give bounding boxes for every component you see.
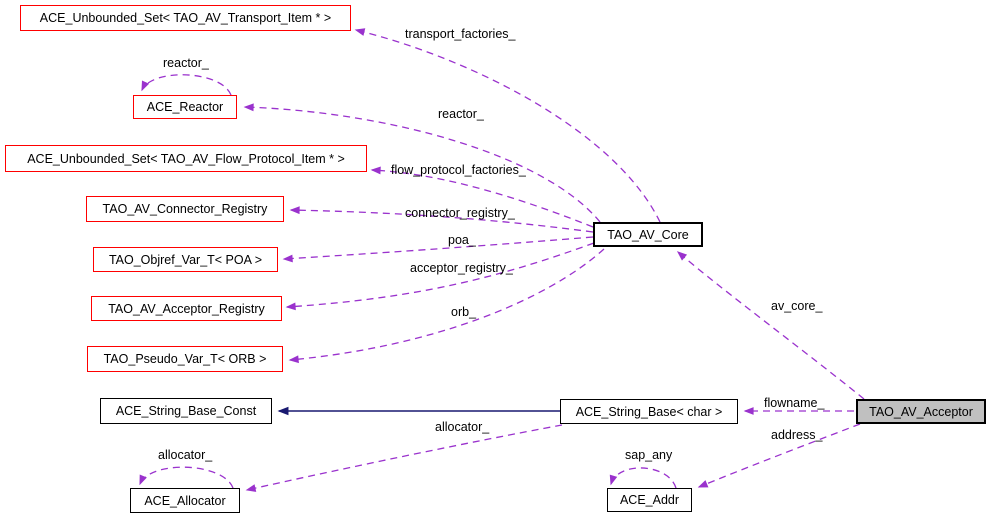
node-ace-unbounded-set-transport-item[interactable]: ACE_Unbounded_Set< TAO_AV_Transport_Item… bbox=[20, 5, 351, 31]
edge-av-core bbox=[676, 251, 865, 400]
edge-reactor bbox=[243, 103, 601, 223]
node-tao-av-acceptor: TAO_AV_Acceptor bbox=[856, 399, 986, 424]
edge-orb bbox=[288, 248, 605, 364]
edge-address bbox=[697, 423, 861, 488]
node-ace-addr[interactable]: ACE_Addr bbox=[607, 488, 692, 512]
edge-flow-protocol-factories bbox=[370, 166, 594, 228]
edge-sap-any-self-loop bbox=[609, 467, 677, 489]
node-tao-pseudo-var-t-orb[interactable]: TAO_Pseudo_Var_T< ORB > bbox=[87, 346, 283, 372]
node-tao-objref-var-t-poa[interactable]: TAO_Objref_Var_T< POA > bbox=[93, 247, 278, 272]
edge-allocator bbox=[245, 424, 563, 492]
node-tao-av-core[interactable]: TAO_AV_Core bbox=[593, 222, 703, 247]
node-tao-av-acceptor-registry[interactable]: TAO_AV_Acceptor_Registry bbox=[91, 296, 282, 321]
node-ace-string-base-char[interactable]: ACE_String_Base< char > bbox=[560, 399, 738, 424]
edge-connector-registry bbox=[289, 206, 594, 233]
edge-poa bbox=[282, 236, 594, 263]
node-ace-allocator[interactable]: ACE_Allocator bbox=[130, 488, 240, 513]
edge-transport-factories bbox=[354, 28, 661, 223]
edge-allocator-self-loop bbox=[139, 466, 234, 489]
node-tao-av-connector-registry[interactable]: TAO_AV_Connector_Registry bbox=[86, 196, 284, 222]
node-ace-reactor[interactable]: ACE_Reactor bbox=[133, 95, 237, 119]
edge-acceptor-registry bbox=[285, 242, 595, 311]
edge-reactor-self-loop bbox=[141, 74, 232, 96]
node-ace-unbounded-set-flow-protocol-item[interactable]: ACE_Unbounded_Set< TAO_AV_Flow_Protocol_… bbox=[5, 145, 367, 172]
node-ace-string-base-const[interactable]: ACE_String_Base_Const bbox=[100, 398, 272, 424]
